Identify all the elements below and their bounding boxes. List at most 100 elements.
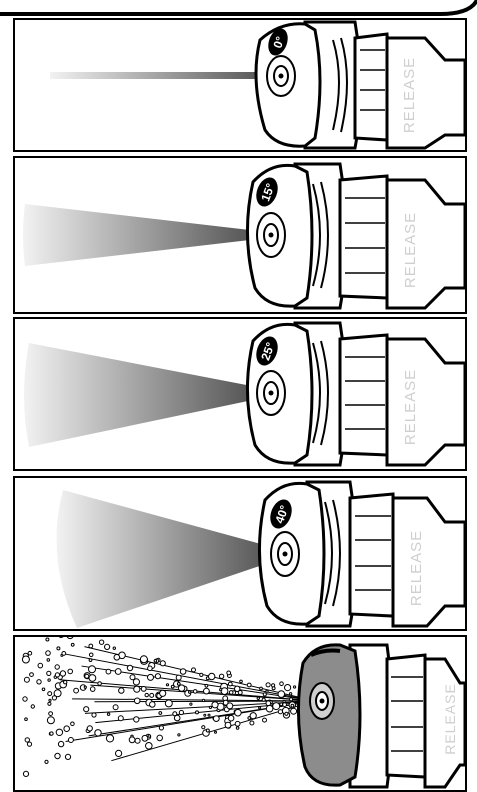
spray-droplet: [64, 681, 67, 684]
spray-droplet: [130, 675, 135, 680]
spray-droplet: [235, 686, 240, 691]
orifice: [257, 371, 285, 415]
spray-droplet: [113, 705, 118, 710]
spray-droplet: [71, 643, 74, 646]
spray-droplet: [247, 683, 251, 687]
spray-droplet: [260, 687, 263, 690]
spray-droplet: [45, 760, 48, 763]
spray-droplet: [25, 718, 28, 721]
spray-droplet: [192, 668, 196, 672]
spray-droplet: [52, 696, 56, 700]
spray-droplet: [200, 673, 203, 676]
orifice: [271, 532, 299, 576]
spray-droplet: [150, 702, 156, 708]
spray-droplet: [263, 718, 267, 722]
spray-droplet: [283, 703, 287, 707]
spray-droplet: [38, 663, 43, 668]
spray-droplet: [285, 685, 291, 691]
spray-droplet: [50, 732, 53, 735]
spray-droplet: [65, 754, 70, 759]
spray-droplet: [57, 647, 60, 650]
spray-droplet: [145, 693, 148, 696]
spray-droplet: [176, 675, 181, 680]
spray-droplet: [87, 726, 92, 731]
spray-droplet: [89, 659, 92, 662]
spray-droplet: [115, 669, 121, 675]
spray-droplet: [48, 679, 50, 681]
spray-droplet: [280, 682, 284, 686]
spray-droplet: [278, 691, 285, 698]
spray-droplet: [227, 703, 233, 709]
spray-droplet: [235, 721, 240, 726]
spray-droplet: [219, 674, 223, 678]
spray-droplet: [266, 683, 270, 687]
spray-droplet: [48, 702, 51, 705]
spray-droplet: [141, 687, 146, 692]
spray-droplet: [118, 716, 123, 721]
spray-droplet: [159, 712, 162, 715]
spray-droplet: [67, 637, 73, 639]
spray-droplet: [23, 697, 27, 701]
spray-droplet: [134, 717, 139, 722]
spray-droplet: [68, 738, 73, 743]
spray-droplet: [166, 684, 168, 686]
spray-droplet: [204, 688, 210, 694]
spray-droplet: [196, 711, 199, 714]
spray-droplet: [90, 687, 95, 692]
spray-droplet: [165, 700, 172, 707]
spray-droplet: [180, 669, 186, 675]
spray-droplet: [27, 742, 31, 746]
spray-droplet: [148, 735, 151, 738]
spray-droplet: [213, 716, 219, 722]
spray-droplet: [215, 731, 217, 733]
release-label: RELEASE: [442, 683, 458, 755]
spray-droplet: [206, 729, 209, 732]
nozzle-panel-soap: RELEASE: [13, 635, 467, 792]
spray-droplet: [89, 666, 96, 673]
spray-droplet: [273, 703, 280, 710]
spray-droplet: [89, 644, 93, 648]
spray-droplet: [285, 712, 288, 715]
nozzle-panel-40: 40° RELEASE: [13, 476, 467, 631]
spray-droplet: [190, 703, 192, 705]
spray-droplet: [178, 734, 180, 736]
spray-droplet: [58, 637, 64, 638]
spray-droplet: [30, 673, 34, 677]
spray-droplet: [250, 721, 254, 725]
spray-droplet: [160, 690, 166, 696]
spray-droplet: [189, 691, 191, 693]
spray-droplet: [105, 644, 110, 649]
spray-droplet: [28, 651, 32, 655]
release-label: RELEASE: [408, 530, 425, 606]
spray-droplet: [107, 713, 109, 715]
release-label: RELEASE: [401, 57, 418, 133]
spray-droplet: [150, 693, 154, 697]
nozzle-panel-15: 15° RELEASE: [13, 156, 467, 314]
spray-droplet: [74, 688, 79, 693]
spray-droplet: [23, 771, 28, 776]
spray-droplet: [229, 691, 233, 695]
nozzle-panel-25: 25° RELEASE: [13, 317, 467, 471]
spray-droplet: [236, 727, 239, 730]
spray-droplet: [127, 665, 132, 670]
orifice: [310, 683, 334, 719]
spray-droplet: [24, 677, 29, 682]
spray-droplet: [202, 726, 205, 729]
spray-droplet: [266, 701, 271, 706]
spray-droplet: [85, 674, 89, 678]
spray-droplet: [135, 738, 140, 743]
spray-fan: [24, 343, 267, 447]
spray-droplet: [240, 680, 243, 683]
spray-droplet: [159, 726, 163, 730]
spray-droplet: [250, 713, 256, 719]
spray-droplet: [209, 673, 215, 679]
spray-droplet: [64, 726, 70, 732]
spray-droplet: [212, 702, 218, 708]
spray-droplet: [202, 699, 204, 701]
spray-droplet: [140, 656, 147, 663]
spray-droplet: [262, 698, 265, 701]
spray-droplet: [160, 661, 165, 666]
spray-droplet: [47, 671, 51, 675]
spray-droplet: [294, 686, 296, 688]
spray-stream: [50, 72, 280, 79]
